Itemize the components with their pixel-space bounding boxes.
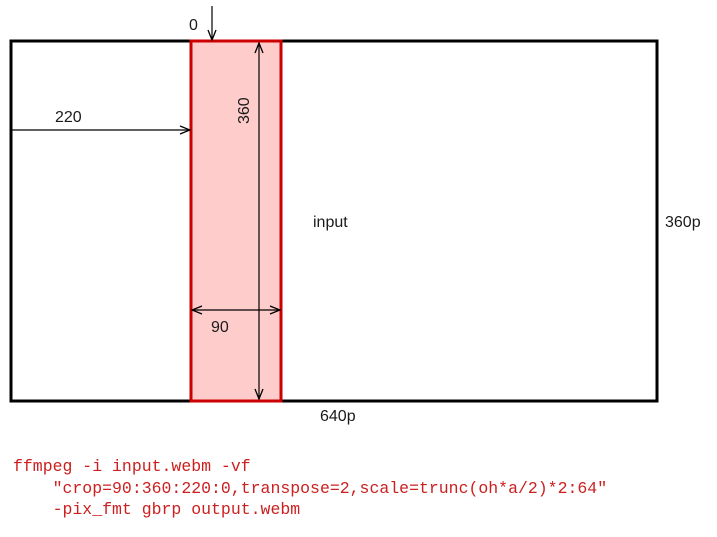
crop-height-label: 360 xyxy=(236,97,253,124)
input-label: input xyxy=(313,214,348,231)
command-line-2: "crop=90:360:220:0,transpose=2,scale=tru… xyxy=(13,478,608,498)
crop-x-marker-label: 0 xyxy=(189,17,198,34)
command-line-3: -pix_fmt gbrp output.webm xyxy=(13,500,301,519)
crop-region xyxy=(189,39,283,403)
command-line-1: ffmpeg -i input.webm -vf xyxy=(13,457,251,476)
frame-height-label: 360p xyxy=(665,214,701,231)
ffmpeg-command: ffmpeg -i input.webm -vf "crop=90:360:22… xyxy=(13,456,607,521)
frame-width-label: 640p xyxy=(320,408,356,425)
crop-width-label: 90 xyxy=(211,319,229,336)
input-frame xyxy=(9,39,659,403)
x-offset-label: 220 xyxy=(55,109,82,126)
